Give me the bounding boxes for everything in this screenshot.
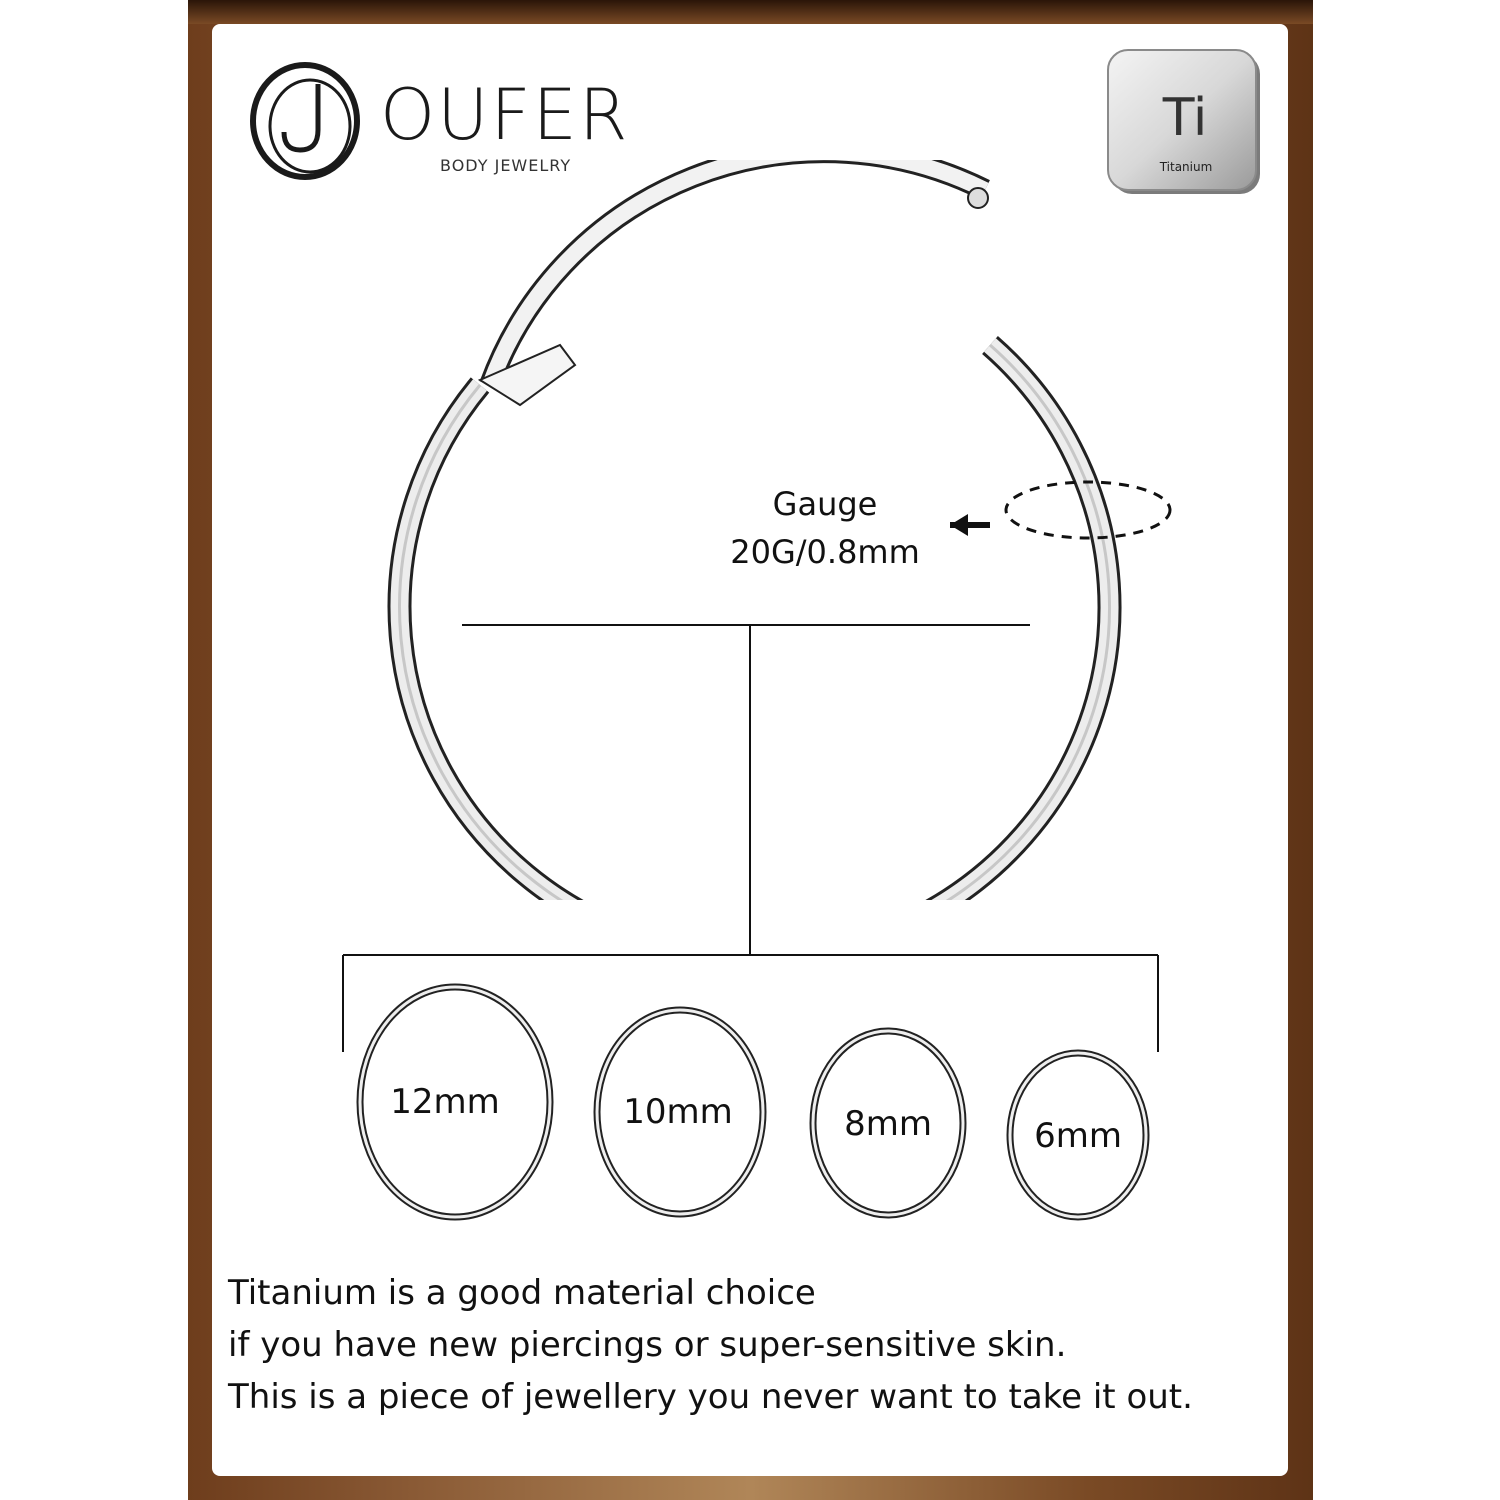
size-label-12mm: 12mm	[390, 1082, 500, 1122]
size-label-6mm: 6mm	[1034, 1116, 1122, 1156]
brand-subtitle: BODY JEWELRY	[440, 156, 572, 175]
frame-top-edge	[188, 0, 1313, 24]
size-rings-diagram	[342, 880, 1159, 1221]
description-line-3: This is a piece of jewellery you never w…	[228, 1377, 1193, 1417]
gauge-value: 20G/0.8mm	[730, 533, 920, 571]
oufer-logo-icon	[250, 62, 360, 180]
brand-name: OUFER	[380, 74, 630, 156]
ring-6mm	[1006, 1049, 1150, 1221]
element-symbol: Ti	[1162, 88, 1208, 148]
titanium-badge-icon	[1107, 49, 1260, 194]
ring-8mm	[809, 1027, 967, 1219]
main-hoop-ring	[387, 160, 1172, 900]
size-label-8mm: 8mm	[844, 1104, 932, 1144]
element-name: Titanium	[1159, 160, 1213, 174]
description-line-1: Titanium is a good material choice	[228, 1273, 816, 1313]
gauge-title: Gauge	[772, 485, 878, 523]
description-line-2: if you have new piercings or super-sensi…	[228, 1325, 1067, 1365]
gauge-label: Gauge 20G/0.8mm	[720, 480, 930, 576]
size-label-10mm: 10mm	[623, 1092, 733, 1132]
ring-12mm	[356, 983, 554, 1221]
ring-10mm	[593, 1006, 767, 1218]
